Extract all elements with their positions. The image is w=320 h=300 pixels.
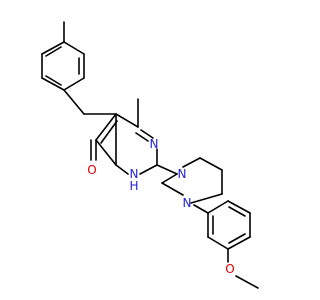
piperazine-ring bbox=[161, 157, 223, 204]
atom-nh-h: H bbox=[129, 179, 138, 193]
atom-n-ring-nh: N bbox=[130, 167, 139, 181]
pip-bond-5 bbox=[161, 182, 184, 196]
pyr-bond-c6-n1-double bbox=[135, 132, 149, 142]
pip-aryl-bond bbox=[193, 204, 209, 214]
tolyl-bond-3 bbox=[63, 77, 85, 91]
anisyl-bond-4 bbox=[227, 236, 251, 250]
tolyl-bond-1 bbox=[63, 41, 85, 55]
pyr-bond-c5-c4side bbox=[95, 113, 117, 141]
molecule-diagram: N N H N N O O bbox=[41, 21, 259, 289]
structure-svg: N N H N N O O bbox=[41, 21, 259, 289]
atom-o-methoxy: O bbox=[225, 262, 234, 276]
pip-bond-4 bbox=[190, 193, 223, 204]
pip-bond-2 bbox=[199, 157, 223, 171]
atom-n-piperazine-top: N bbox=[178, 167, 187, 181]
benzyl-bond-1 bbox=[63, 89, 85, 115]
tolyl-bond-6 bbox=[41, 41, 65, 55]
pyrimidinone-ring bbox=[90, 98, 158, 175]
tolyl-ring bbox=[41, 21, 85, 91]
anisyl-double-2 bbox=[228, 233, 246, 244]
pip-bond-6 bbox=[161, 173, 178, 184]
pyr-double-c5 bbox=[100, 120, 118, 144]
atom-n-piperazine-bottom: N bbox=[183, 196, 192, 210]
anisyl-double-1 bbox=[228, 206, 246, 217]
methoxy-bond-2 bbox=[235, 275, 259, 289]
atom-o-carbonyl: O bbox=[87, 163, 96, 177]
anisyl-bond-1 bbox=[207, 200, 229, 214]
pyr-bond-n3-c4 bbox=[115, 164, 129, 175]
pyr-bond-c6-c5 bbox=[115, 113, 139, 128]
tolyl-bond-4 bbox=[41, 77, 65, 91]
anisyl-ring bbox=[207, 200, 251, 250]
pyr-bond-c2-n3 bbox=[139, 164, 158, 175]
pyr-bond-c6-n1 bbox=[140, 129, 154, 139]
atom-n-ring-top: N bbox=[150, 137, 159, 151]
pyr-bond-c5-c4 bbox=[95, 139, 117, 166]
anisyl-bond-5 bbox=[207, 236, 229, 250]
anisyl-bond-2 bbox=[227, 200, 251, 214]
tolyl-double-3 bbox=[45, 46, 62, 57]
c2-pip-bond bbox=[156, 164, 178, 175]
pip-bond-1 bbox=[182, 157, 201, 168]
tolyl-double-2 bbox=[45, 75, 62, 86]
